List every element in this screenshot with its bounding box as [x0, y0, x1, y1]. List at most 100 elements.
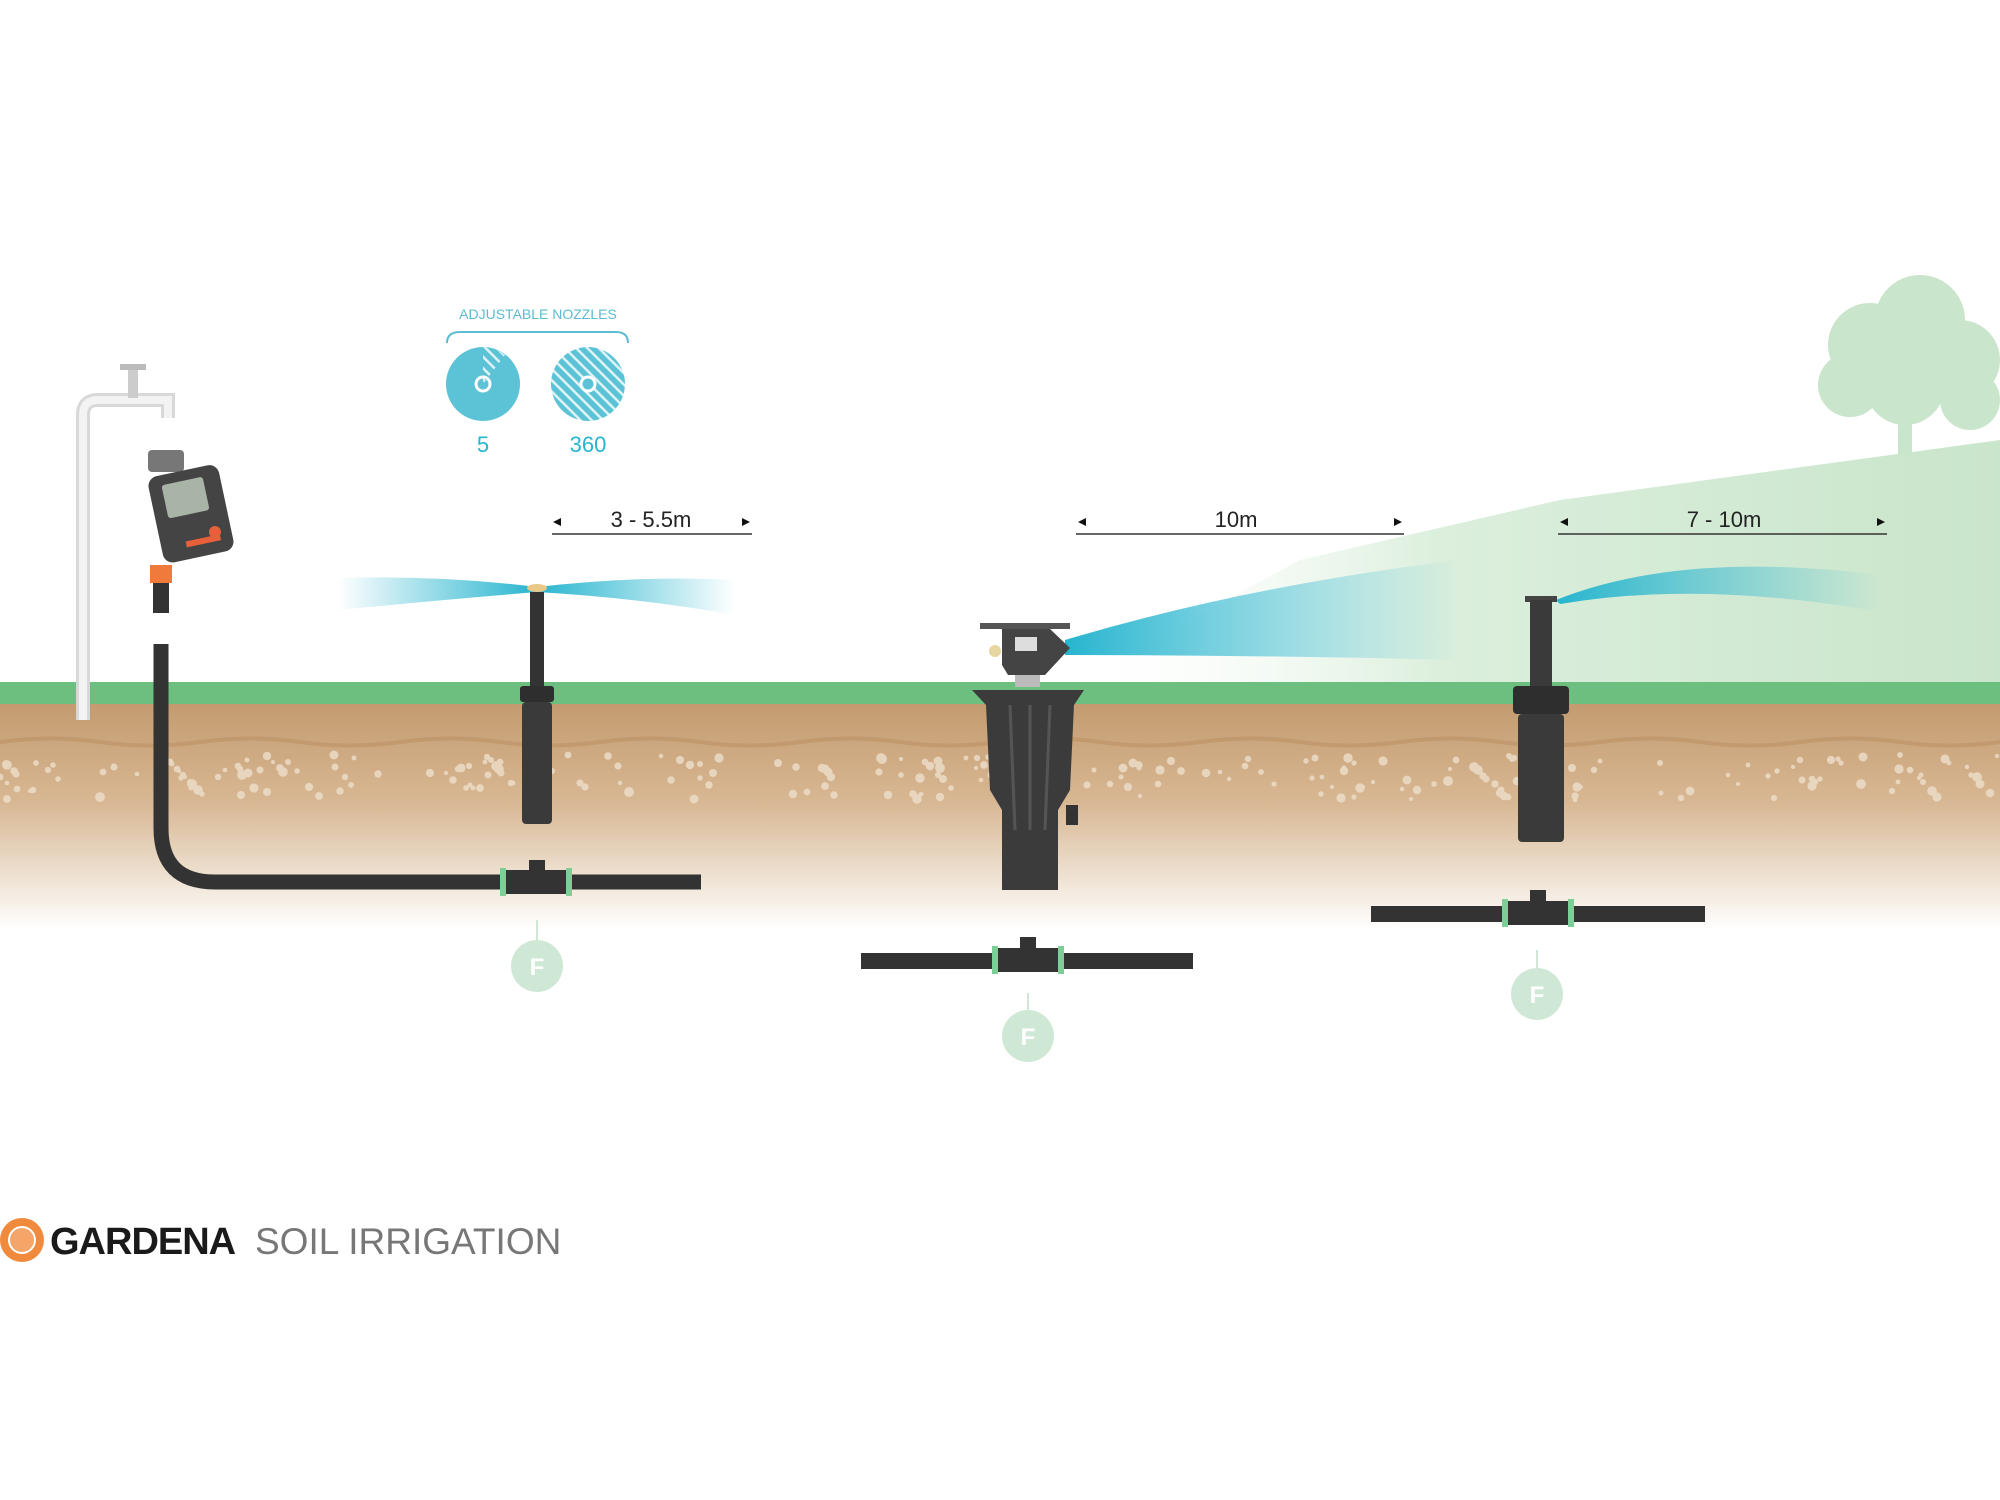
pebble	[1309, 775, 1315, 781]
pebble	[667, 776, 675, 784]
pebble	[1370, 779, 1376, 785]
pebble	[463, 785, 469, 791]
hose-connector	[150, 565, 172, 613]
pebble	[1137, 793, 1143, 799]
pebble	[709, 769, 717, 777]
fitting-badge: F	[511, 940, 563, 992]
pebble	[876, 753, 886, 763]
pebble	[1568, 764, 1576, 772]
pebble	[1994, 753, 2000, 759]
pebble	[1894, 764, 1904, 774]
pebble	[1482, 775, 1490, 783]
pebble	[1271, 781, 1277, 787]
pebble	[1796, 756, 1804, 764]
pebble	[178, 775, 184, 781]
distance-marker: 7 - 10m	[1558, 507, 1887, 535]
fitting-label: F	[530, 954, 545, 981]
pebble	[27, 788, 33, 794]
pebble	[675, 755, 685, 765]
pebble	[1946, 760, 1952, 766]
pebble	[1091, 767, 1097, 773]
pebble	[973, 754, 981, 762]
pebble	[271, 760, 275, 764]
pebble	[1858, 752, 1868, 762]
nozzle-label: 5	[477, 432, 489, 457]
pebble	[1798, 776, 1806, 784]
pebble	[1725, 772, 1731, 778]
pebble	[1409, 797, 1413, 801]
pebble	[1978, 782, 1984, 788]
pebble	[1128, 758, 1138, 768]
pebble	[1856, 779, 1866, 789]
pebble	[1572, 782, 1582, 792]
pebble	[1918, 772, 1924, 778]
pebble	[915, 773, 925, 783]
pebble	[1118, 774, 1124, 780]
pebble	[980, 761, 988, 769]
pebble	[1226, 776, 1232, 782]
pebble	[1657, 760, 1663, 766]
pebble	[1597, 758, 1603, 764]
pebble	[1895, 779, 1901, 785]
pebble	[3, 795, 11, 803]
pebble	[883, 790, 893, 800]
pebble	[1452, 756, 1460, 764]
pebble	[948, 785, 954, 791]
pebble	[1838, 760, 1844, 766]
pebble	[1166, 756, 1176, 766]
pebble	[705, 781, 713, 789]
pebble	[1318, 791, 1324, 797]
pebble	[188, 785, 194, 791]
pebble	[1177, 767, 1185, 775]
pebble	[1807, 781, 1817, 791]
nozzle-5-icon	[446, 347, 520, 421]
pebble	[564, 751, 572, 759]
pebble	[803, 788, 811, 796]
brand-name: GARDENA	[50, 1221, 236, 1263]
tee-fitting	[500, 860, 572, 896]
rotor-sprinkler	[972, 623, 1084, 890]
pebble	[1217, 769, 1223, 775]
pebble	[823, 767, 833, 777]
pipe-main	[153, 644, 701, 890]
pebble	[697, 761, 703, 767]
pebble	[1343, 753, 1353, 763]
pebble	[1572, 797, 1578, 803]
gardena-logo: GARDENA	[0, 1218, 237, 1263]
pebble	[294, 768, 300, 774]
pebble	[576, 779, 584, 787]
pebble	[351, 755, 357, 761]
pebble	[978, 777, 984, 783]
pebble	[467, 782, 473, 788]
spray-rotor	[1065, 560, 1460, 660]
pebble	[1590, 766, 1598, 774]
pebble	[1473, 765, 1483, 775]
pebble	[222, 767, 228, 773]
fitting-badge: F	[1511, 968, 1563, 1020]
pebble	[1897, 752, 1903, 758]
pebble	[898, 756, 904, 762]
pebble	[470, 785, 476, 791]
pebble	[1303, 758, 1309, 764]
pebble	[1083, 781, 1091, 789]
pebble	[454, 765, 462, 773]
pebble	[1399, 786, 1405, 792]
pebble	[1972, 772, 1982, 782]
pebble	[898, 772, 904, 778]
pebble	[214, 773, 222, 781]
pebble	[33, 760, 39, 766]
pebble	[1685, 786, 1695, 796]
adjustable-nozzles: ADJUSTABLE NOZZLES 5 360	[446, 306, 629, 457]
pebble	[1330, 785, 1334, 789]
pebble	[935, 763, 945, 773]
pebble	[55, 776, 61, 782]
pebble	[912, 794, 922, 804]
pebble	[315, 792, 323, 800]
soil-pebbles	[0, 750, 2000, 804]
pebble	[1736, 782, 1740, 786]
pebble	[1888, 787, 1896, 795]
pebble	[918, 791, 924, 797]
pebble	[329, 750, 339, 760]
pebble	[1123, 782, 1133, 792]
pebble	[1319, 774, 1325, 780]
